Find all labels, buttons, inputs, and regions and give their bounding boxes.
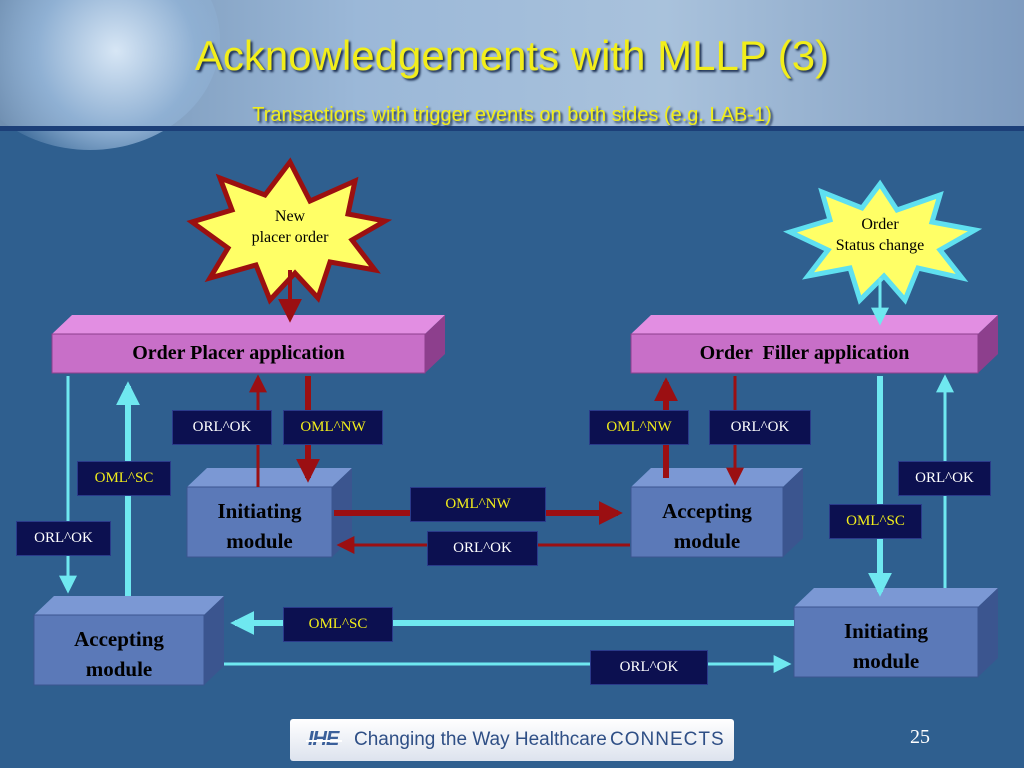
placer-oml-nw-message: OML^NW: [283, 410, 383, 445]
placer-accepting-line1: Accepting: [74, 627, 164, 651]
filler-accepting-module-label: Accepting module: [631, 496, 783, 556]
bottom-orl-ok-message: ORL^OK: [590, 650, 708, 685]
filler-oml-nw-message: OML^NW: [589, 410, 689, 445]
placer-initiating-module-label: Initiating module: [187, 496, 332, 556]
new-placer-order-line1: New: [274, 208, 306, 225]
right-oml-sc-message: OML^SC: [829, 504, 922, 539]
slide-header: [0, 0, 1024, 150]
left-oml-sc-message: OML^SC: [77, 461, 171, 496]
order-filler-application-box: [630, 315, 998, 374]
left-orl-ok-message: ORL^OK: [16, 521, 111, 556]
filler-accepting-line1: Accepting: [662, 499, 752, 523]
filler-accepting-module-box: [630, 468, 803, 558]
right-orl-ok-message: ORL^OK: [898, 461, 991, 496]
placer-accepting-module-label: Accepting module: [34, 624, 204, 684]
order-filler-application-label: Order Filler application: [699, 342, 910, 364]
header-divider: [0, 126, 1024, 131]
order-placer-application-label: Order Placer application: [132, 342, 345, 364]
new-placer-order-label: New placer order: [230, 206, 350, 248]
placer-orl-ok-message: ORL^OK: [172, 410, 272, 445]
bottom-oml-sc-message: OML^SC: [283, 607, 393, 642]
order-status-change-line1: Order: [861, 216, 899, 233]
filler-accepting-line2: module: [673, 529, 741, 553]
placer-accepting-module-box: [33, 596, 224, 686]
center-orl-ok-message: ORL^OK: [427, 531, 538, 566]
filler-orl-ok-message: ORL^OK: [709, 410, 811, 445]
page-number: 25: [910, 726, 930, 748]
placer-initiating-line1: Initiating: [217, 499, 302, 523]
placer-initiating-line2: module: [226, 529, 293, 553]
filler-initiating-module-box: [793, 588, 998, 678]
footer-connects: CONNECTS: [610, 729, 725, 750]
order-status-change-label: Order Status change: [818, 214, 942, 256]
placer-accepting-line2: module: [85, 657, 153, 681]
center-oml-nw-message: OML^NW: [410, 487, 546, 522]
order-status-change-line2: Status change: [835, 237, 925, 254]
slide-subtitle: Transactions with trigger events on both…: [252, 104, 772, 126]
ihe-logo: IHE: [305, 728, 343, 750]
filler-initiating-line2: module: [852, 649, 920, 673]
new-placer-order-starburst: [186, 157, 393, 305]
order-placer-application-box: [51, 315, 445, 374]
filler-initiating-module-label: Initiating module: [794, 616, 978, 676]
ihe-footer-banner: IHE Changing the Way Healthcare CONNECTS: [290, 719, 734, 761]
footer-tagline: Changing the Way Healthcare: [354, 729, 607, 750]
new-placer-order-line2: placer order: [251, 229, 329, 246]
slide-title: Acknowledgements with MLLP (3): [194, 32, 830, 79]
order-status-change-starburst: [783, 179, 983, 305]
filler-initiating-line1: Initiating: [843, 619, 929, 643]
